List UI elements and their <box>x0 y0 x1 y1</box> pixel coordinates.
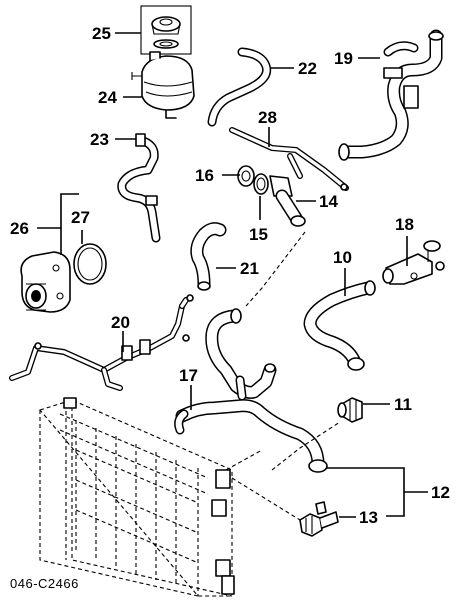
callout-28: 28 <box>258 108 277 127</box>
callout-13: 13 <box>359 508 378 527</box>
part-19-upper-hose <box>338 29 444 161</box>
callout-19: 19 <box>334 49 353 68</box>
leader-dashed-13 <box>231 477 301 521</box>
part-14-housing <box>269 175 306 227</box>
callout-21: 21 <box>240 259 259 278</box>
callout-24: 24 <box>98 88 117 107</box>
part-21-hose <box>190 222 227 291</box>
callout-26: 26 <box>10 219 29 238</box>
part-23-hose <box>117 133 161 243</box>
part-22-hose <box>207 47 272 127</box>
callout-16: 16 <box>195 166 214 185</box>
callout-12: 12 <box>431 483 450 502</box>
callout-14: 14 <box>319 192 338 211</box>
callout-10: 10 <box>333 248 352 267</box>
callout-27: 27 <box>71 208 90 227</box>
callout-15: 15 <box>249 225 268 244</box>
part-28-pipe <box>229 127 349 191</box>
part-15-seal <box>253 173 269 195</box>
leader-dashed-17 <box>225 449 263 471</box>
callout-22: 22 <box>298 59 317 78</box>
part-20-coolant-pipe <box>9 294 194 391</box>
part-25-reservoir-cap <box>140 5 192 55</box>
callout-20: 20 <box>111 313 130 332</box>
part-26-water-pump <box>20 251 71 313</box>
part-18-flange <box>382 240 445 285</box>
leader-dashed-housing <box>245 231 306 307</box>
callout-25: 25 <box>92 24 111 43</box>
part-16-thermostat <box>237 165 255 187</box>
part-10-hose <box>303 280 376 371</box>
callout-17: 17 <box>179 366 198 385</box>
part-27-o-ring <box>73 243 107 285</box>
figure-code: 046-C2466 <box>10 576 79 591</box>
callout-23: 23 <box>90 130 109 149</box>
part-11-connector <box>337 397 363 423</box>
part-24-expansion-tank <box>131 51 195 119</box>
leader-dashed-11 <box>271 421 341 471</box>
leader-26 <box>37 193 79 229</box>
callout-18: 18 <box>395 215 414 234</box>
part-17-hose-set <box>174 308 328 473</box>
radiator <box>39 397 235 597</box>
part-13-fitting <box>299 501 339 537</box>
callout-11: 11 <box>394 395 412 414</box>
